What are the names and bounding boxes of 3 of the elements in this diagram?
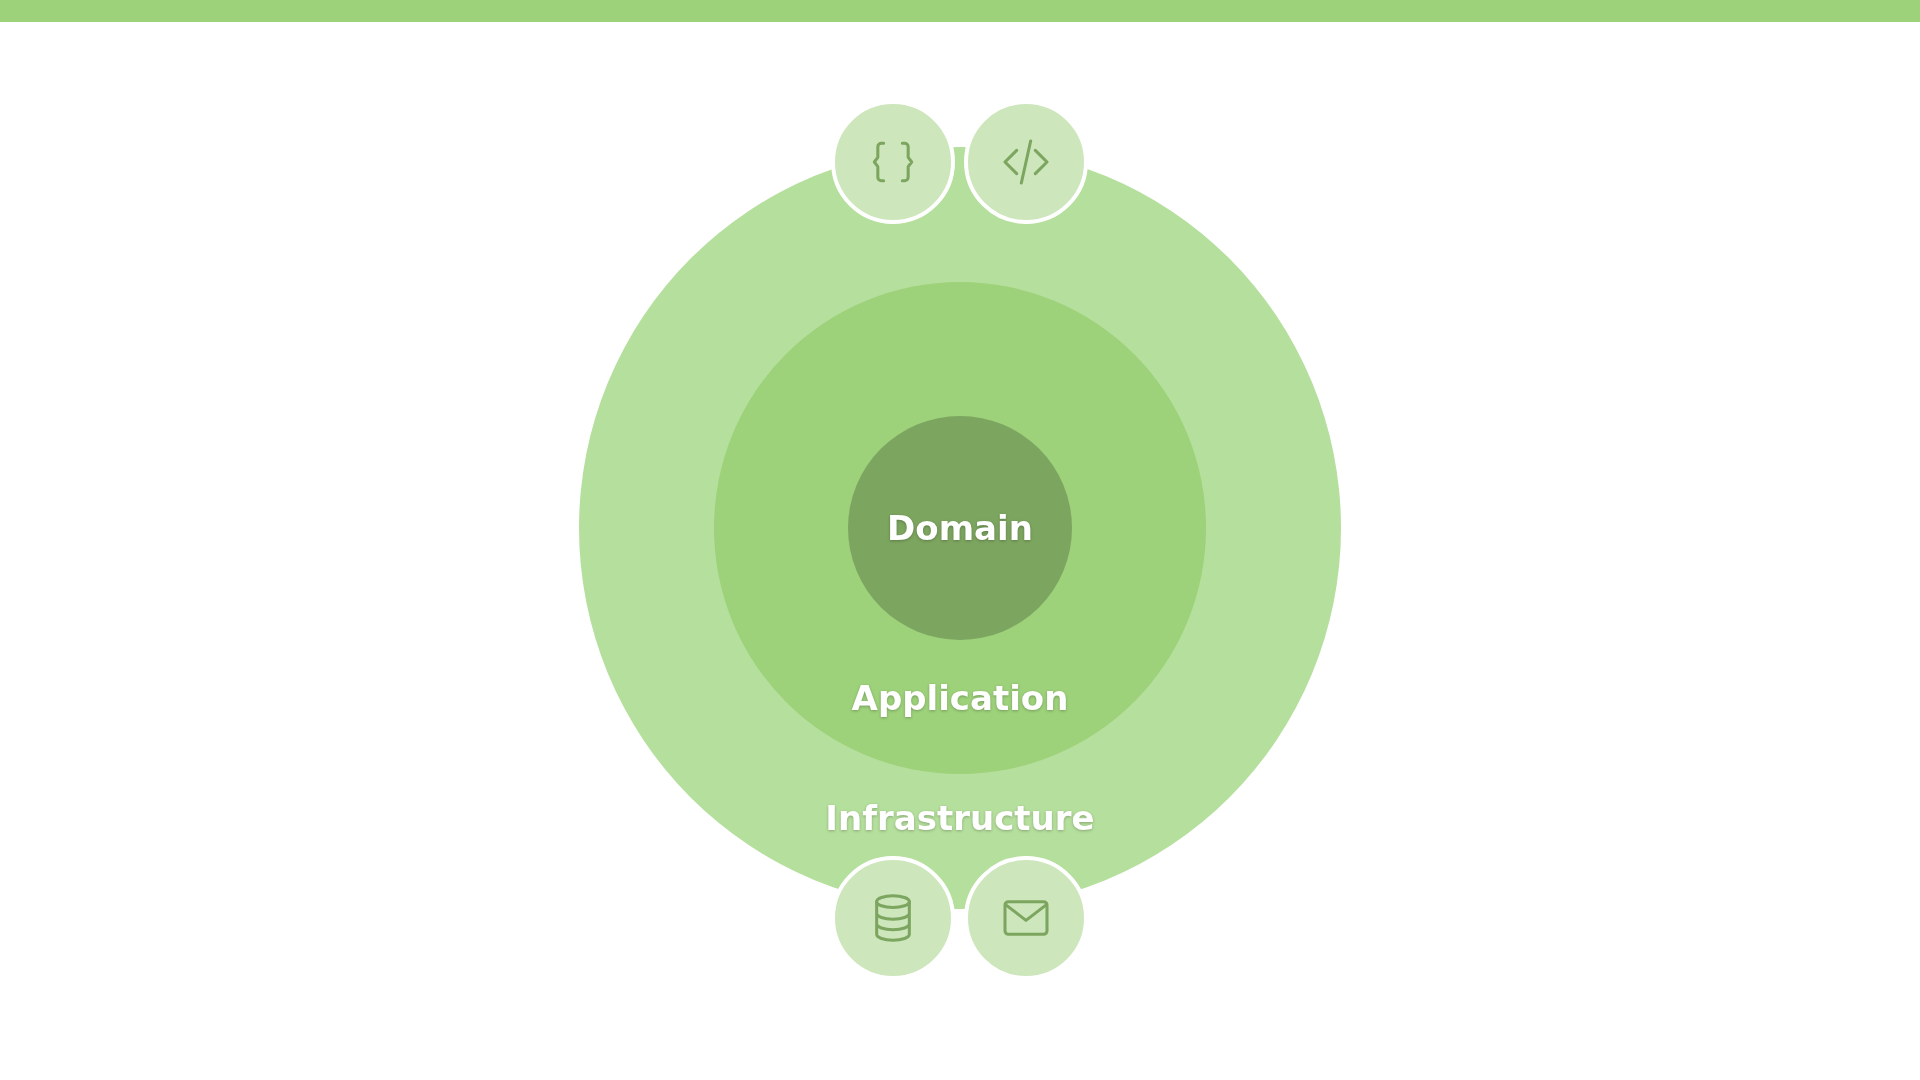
- layer-label: Application: [851, 678, 1069, 718]
- layer-label: Domain: [887, 508, 1033, 548]
- layer-label: Infrastructure: [825, 798, 1095, 838]
